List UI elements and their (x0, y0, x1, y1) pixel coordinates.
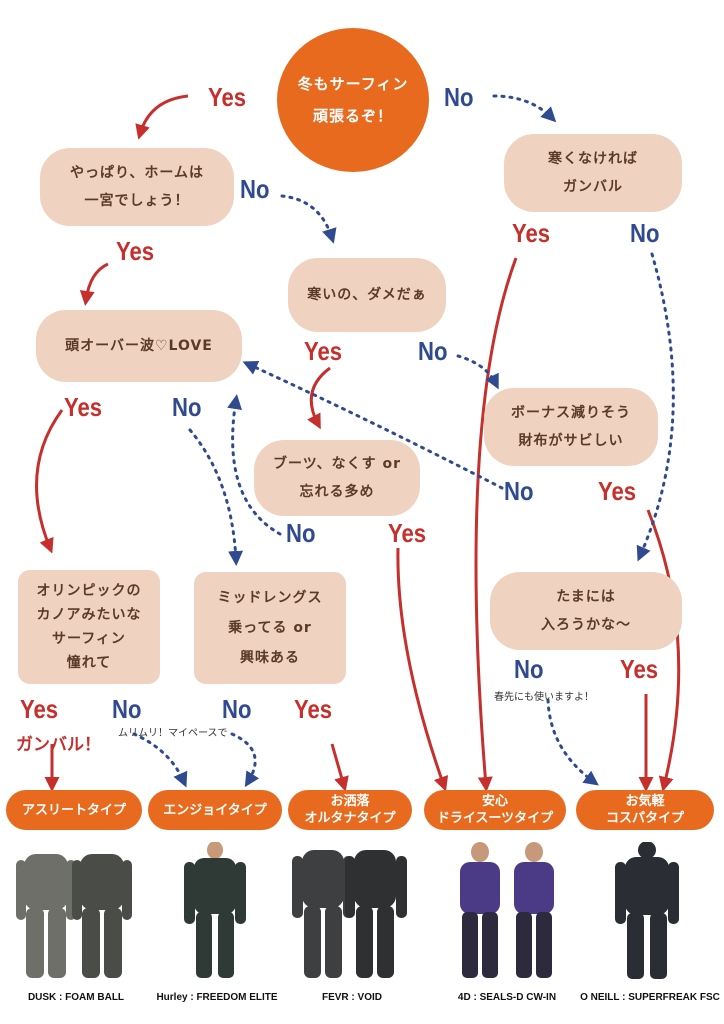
label-no: No (222, 694, 252, 724)
node-midlength: ミッドレングス 乗ってる or 興味ある (194, 572, 346, 684)
label-no: No (514, 654, 544, 684)
label-no: No (172, 392, 202, 422)
wetsuit-image-fevr (292, 850, 407, 978)
wetsuit-image-hurley (184, 842, 246, 978)
product-caption-hurley: Hurley : FREEDOM ELITE (156, 992, 278, 1003)
arrow-bonus-yes (646, 509, 681, 792)
start-node: 冬もサーフィン 頑張るぞ！ (277, 28, 429, 172)
wetsuit-image-oneill (615, 842, 679, 979)
label-yes: Yes (116, 236, 155, 266)
note-ganbaru: ガンバル！ (16, 735, 101, 755)
result-fashion: お洒落 オルタナタイプ (288, 790, 412, 830)
arrow-home-no (280, 194, 337, 244)
node-overhead: 頭オーバー波♡LOVE (36, 310, 242, 382)
label-no: No (630, 218, 660, 248)
label-yes: Yes (620, 654, 659, 684)
node-cold-ok: 寒くなければ ガンバル (504, 134, 682, 212)
result-enjoy: エンジョイタイプ (148, 790, 282, 830)
label-no: No (240, 174, 270, 204)
node-boots: ブーツ、なくす or 忘れる多め (254, 440, 420, 516)
result-cospa: お気軽 コスパタイプ (576, 790, 714, 830)
wetsuit-image-dusk (16, 854, 132, 978)
label-yes: Yes (64, 392, 103, 422)
arrow-coldno-no (456, 354, 499, 390)
product-caption-dusk: DUSK : FOAM BALL (27, 992, 125, 1003)
note-murimuri: ムリムリ！マイペースで (118, 728, 228, 739)
node-cold-no: 寒いの、ダメだぁ (288, 258, 446, 332)
node-bonus: ボーナス減りそう 財布がサビしい (484, 388, 658, 466)
label-yes: Yes (598, 476, 637, 506)
node-olympic: オリンピックの カノアみたいな サーフィン 憧れて (18, 570, 160, 684)
arrow-sometimes-no (546, 698, 599, 786)
label-no: No (286, 518, 316, 548)
node-home: やっぱり、ホームは 一宮でしょう！ (40, 148, 234, 226)
label-yes: Yes (20, 694, 59, 724)
result-athlete: アスリートタイプ (6, 790, 142, 830)
note-spring: 春先にも使いますよ！ (494, 692, 594, 703)
arrow-boots-no (227, 394, 282, 536)
arrow-coldno-yes (307, 366, 331, 430)
arrow-bonus-no (242, 360, 504, 490)
arrow-midlength-no (230, 732, 260, 788)
wetsuit-image-4d (460, 842, 554, 978)
arrow-home-yes (79, 262, 109, 306)
label-yes: Yes (294, 694, 333, 724)
arrow-midlength-yes (330, 743, 349, 792)
arrow-start-no (492, 94, 557, 123)
label-no: No (444, 82, 474, 112)
label-no: No (418, 336, 448, 366)
product-caption-oneill: O NEILL : SUPERFREAK FSC (580, 992, 720, 1003)
label-no: No (504, 476, 534, 506)
node-sometimes: たまには 入ろうかな～ (490, 572, 682, 650)
label-yes: Yes (304, 336, 343, 366)
product-caption-fevr: FEVR : VOID (321, 992, 382, 1003)
arrow-olympic-no (132, 732, 188, 788)
result-safe: 安心 ドライスーツタイプ (424, 790, 566, 830)
label-no: No (112, 694, 142, 724)
arrow-coldok-no (636, 252, 675, 562)
arrow-start-yes (135, 94, 189, 140)
product-caption-4d: 4D : SEALS-D CW-IN (457, 992, 557, 1003)
label-yes: Yes (388, 518, 427, 548)
arrow-overhead-no (188, 428, 244, 566)
label-yes: Yes (512, 218, 551, 248)
arrow-boots-yes (396, 547, 449, 792)
arrow-coldok-yes (474, 257, 518, 792)
arrow-overhead-yes (35, 409, 64, 554)
label-yes: Yes (208, 82, 247, 112)
